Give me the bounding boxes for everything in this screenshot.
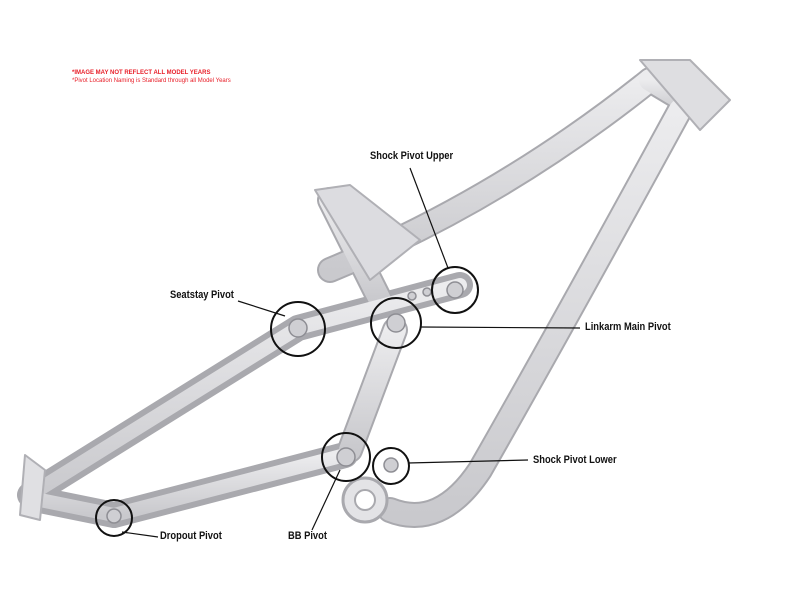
callout-circle-bb	[321, 432, 371, 482]
label-shock-pivot-lower: Shock Pivot Lower	[533, 454, 617, 466]
disclaimer-model-years: *IMAGE MAY NOT REFLECT ALL MODEL YEARS	[72, 70, 211, 76]
label-bb-pivot: BB Pivot	[288, 530, 327, 542]
label-dropout-pivot: Dropout Pivot	[160, 530, 222, 542]
callouts	[95, 167, 581, 538]
label-seatstay-pivot: Seatstay Pivot	[170, 289, 234, 301]
frame-tubes	[17, 59, 731, 528]
callout-circle-shock-lower	[372, 447, 410, 485]
disclaimer-pivot-naming: *Pivot Location Naming is Standard throu…	[72, 78, 231, 84]
label-linkarm-main-pivot: Linkarm Main Pivot	[585, 321, 671, 333]
callout-circle-shock-upper	[431, 266, 479, 314]
callout-circle-seatstay	[270, 301, 326, 357]
label-shock-pivot-upper: Shock Pivot Upper	[370, 150, 454, 162]
pivot-bolts	[106, 281, 464, 524]
callout-circle-linkarm	[370, 297, 422, 349]
callout-circle-dropout	[95, 499, 133, 537]
